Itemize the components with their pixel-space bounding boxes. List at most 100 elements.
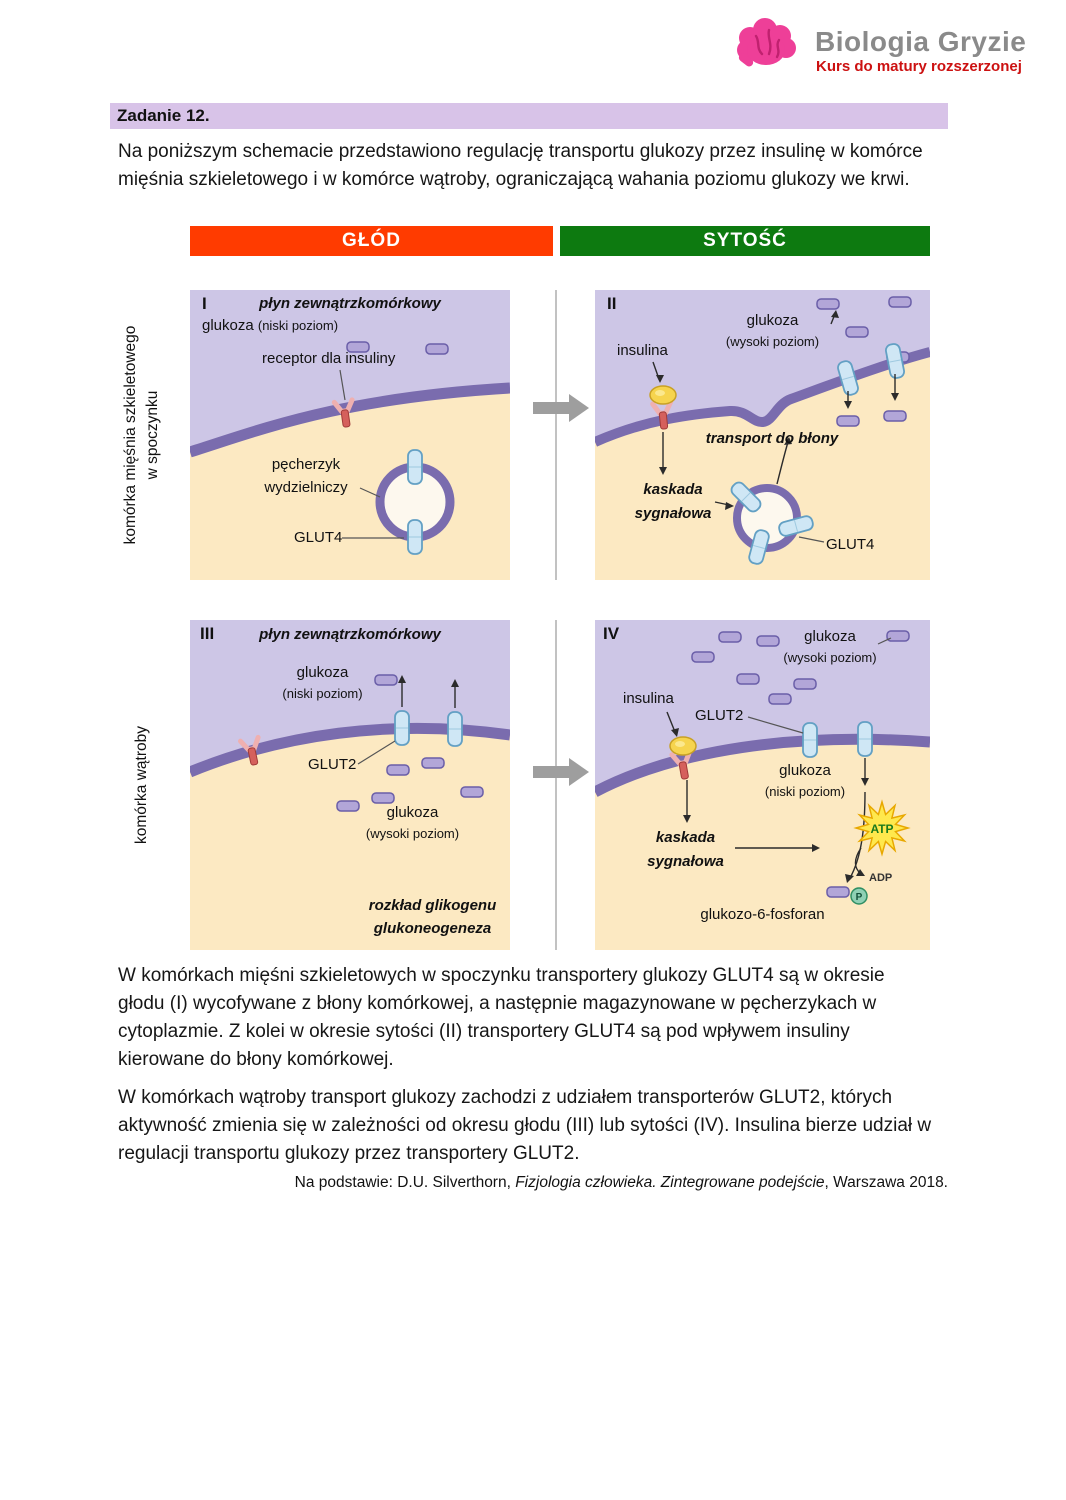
glucose-molecule <box>888 296 912 308</box>
glucose-word: glukoza <box>746 312 799 329</box>
glucose-molecule <box>845 326 869 338</box>
label-glut4: GLUT4 <box>294 529 343 546</box>
label-extracellular-fluid: płyn zewnątrzkomórkowy <box>259 295 441 312</box>
row-label-muscle-line2: w spoczynku <box>144 390 161 480</box>
transition-arrow <box>533 766 569 778</box>
source-book-title: Fizjologia człowieka. Zintegrowane podej… <box>515 1174 825 1191</box>
glucose-level: (wysoki poziom) <box>725 334 820 349</box>
transition-arrow <box>533 402 569 414</box>
label-insulin: insulina <box>617 342 668 359</box>
arrow <box>666 711 676 733</box>
arrow-head <box>725 502 734 510</box>
glucose-molecule <box>460 786 484 798</box>
arrow-head <box>845 874 854 883</box>
label-insulin-receptor: receptor dla insuliny <box>262 350 396 367</box>
glucose-molecule <box>691 651 715 663</box>
label-glucose-low: glukoza (niski poziom) <box>202 317 338 334</box>
cascade-line1: kaskada <box>655 829 716 846</box>
label-signal-cascade: kaskada sygnałowa <box>633 826 738 874</box>
panel4-numeral: IV <box>603 624 620 643</box>
column-divider <box>555 290 557 580</box>
label-pointer <box>339 369 346 401</box>
panel-liver-fed: ATP ADP P IV glukoza (wysoki poziom) ins… <box>595 620 930 950</box>
insulin-molecule <box>669 736 697 756</box>
task-heading-bar: Zadanie 12. <box>110 103 948 129</box>
panel-muscle-fed: II glukoza (wysoki poziom) insulina tran… <box>595 290 930 580</box>
cascade-line2: sygnałowa <box>647 853 724 870</box>
panel1-drawing <box>190 341 510 580</box>
label-glut2: GLUT2 <box>308 756 357 773</box>
brand-title: Biologia Gryzie <box>815 26 1027 57</box>
label-extracellular-fluid: płyn zewnątrzkomórkowy <box>259 626 441 643</box>
body-paragraph-2: W komórkach wątroby transport glukozy za… <box>118 1087 932 1164</box>
glucose-level: (niski poziom) <box>282 686 363 701</box>
glucose-molecule <box>816 298 840 310</box>
glucose-word: glukoza <box>296 664 349 681</box>
brand-subtitle: Kurs do matury rozszerzonej <box>816 58 1022 75</box>
glucose-molecule <box>425 343 449 355</box>
column-header-fed: SYTOŚĆ <box>560 226 930 256</box>
glucose-molecule <box>386 764 410 776</box>
row-label-muscle: komórka mięśnia szkieletowego w spoczynk… <box>120 326 164 545</box>
arrow-head <box>451 679 459 687</box>
glucose-molecule <box>768 693 792 705</box>
transition-arrow-head <box>569 394 589 422</box>
atp-label: ATP <box>870 822 893 836</box>
label-glut2: GLUT2 <box>695 707 744 724</box>
source-prefix: Na podstawie: D.U. Silverthorn, <box>294 1174 516 1191</box>
glucose-word: glukoza <box>386 804 439 821</box>
panel1-numeral: I <box>202 294 207 313</box>
label-insulin: insulina <box>623 690 674 707</box>
arrow-head <box>861 778 869 786</box>
glucose-word: glukoza <box>202 317 254 334</box>
glucose-molecule <box>736 673 760 685</box>
body-paragraph-1: W komórkach mięśni szkieletowych w spocz… <box>118 965 885 1070</box>
brain-logo-icon <box>737 18 796 67</box>
arrow-head <box>812 844 820 852</box>
panel2-numeral: II <box>607 294 617 313</box>
row-label-liver: komórka wątroby <box>133 725 150 845</box>
adp-label: ADP <box>869 872 892 884</box>
arrow-head <box>856 869 865 876</box>
column-divider <box>555 620 557 950</box>
column-header-fasting: GŁÓD <box>190 226 553 256</box>
label-pointer <box>877 637 892 645</box>
glut2-transporter <box>447 711 463 747</box>
label-pointer <box>359 487 381 498</box>
cell-membrane <box>190 722 510 778</box>
task-intro-text: Na poniższym schemacie przedstawiono reg… <box>118 141 923 190</box>
panel3-drawing <box>190 674 510 950</box>
arrow-head <box>671 728 679 737</box>
label-signal-cascade: kaskada sygnałowa <box>623 478 723 526</box>
glucose-level: (wysoki poziom) <box>365 826 460 841</box>
glucose-molecule <box>836 415 860 427</box>
glucose-molecule <box>421 757 445 769</box>
arrow-head <box>891 393 899 401</box>
task-heading: Zadanie 12. <box>117 106 210 125</box>
panel-liver-fasting: III płyn zewnątrzkomórkowy glukoza (nisk… <box>190 620 510 950</box>
arrow-head <box>784 437 792 445</box>
glucose-molecule <box>718 631 742 643</box>
transition-arrow-head <box>569 758 589 786</box>
glut2-transporter <box>857 721 873 757</box>
panel4-drawing: ATP ADP P <box>595 630 930 950</box>
cytoplasm <box>595 352 930 580</box>
label-glucose-low: glukoza (niski poziom) <box>255 662 390 704</box>
vesicle-line2: wydzielniczy <box>264 479 348 496</box>
glucose-word: glukoza <box>804 628 856 645</box>
label-glut4: GLUT4 <box>826 536 875 553</box>
label-glycogen-breakdown: rozkład glikogenu glukoneogeneza <box>345 894 520 940</box>
label-pointer <box>798 536 825 543</box>
arrow <box>776 441 789 485</box>
glucose-level: (niski poziom) <box>257 318 339 333</box>
cell-membrane <box>190 382 510 458</box>
arrow <box>849 791 866 879</box>
glucose-level: (wysoki poziom) <box>783 650 877 665</box>
cascade-line2: sygnałowa <box>634 505 712 522</box>
source-citation: Na podstawie: D.U. Silverthorn, Fizjolog… <box>118 1174 948 1192</box>
panel3-numeral: III <box>200 624 215 643</box>
cytoplasm <box>190 728 510 950</box>
glucose-molecule <box>826 886 850 898</box>
label-glucose-high: glukoza (wysoki poziom) <box>345 802 480 844</box>
